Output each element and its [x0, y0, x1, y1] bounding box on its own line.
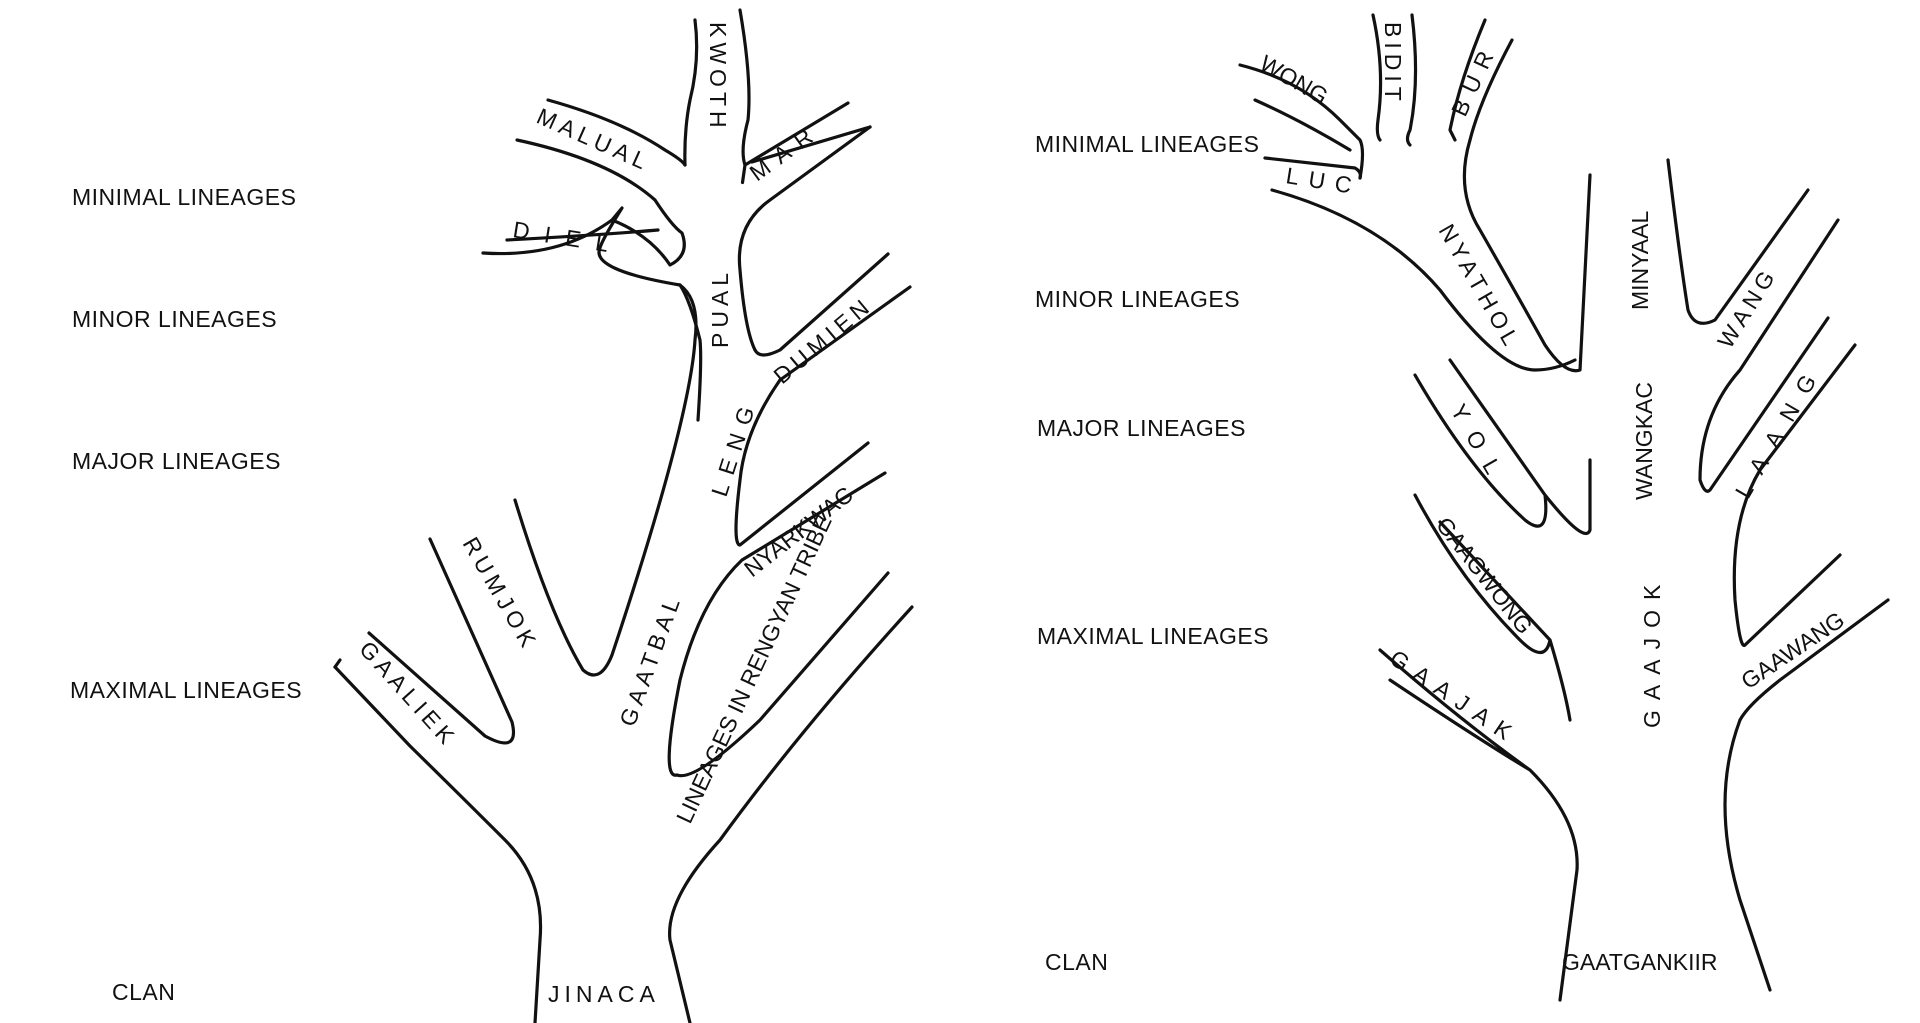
right-outline-wong	[1238, 63, 1365, 180]
left-label-kwoth: KWOTH	[705, 22, 731, 133]
left-clan-name: JINACA	[548, 981, 660, 1007]
right-level-minor: MINOR LINEAGES	[1035, 286, 1240, 312]
left-label-leng: LENG	[706, 394, 762, 500]
left-label-pual: PUAL	[707, 268, 733, 348]
right-clan-name: GAATGANKIIR	[1562, 949, 1718, 975]
left-outline-gaaliek-outer	[333, 658, 342, 669]
right-label-gaawang: GAAWANG	[1736, 606, 1849, 694]
left-tree-branches	[333, 8, 914, 1023]
left-outline-leng	[734, 378, 870, 547]
right-outline-trunk-right	[1723, 718, 1772, 992]
left-outline-outer-left	[333, 665, 543, 1023]
left-outline-malual-top	[546, 98, 687, 167]
right-label-wong: WONG	[1256, 50, 1333, 110]
left-outline-rumjok-gaatbal	[513, 283, 698, 677]
left-level-minor: MINOR LINEAGES	[72, 306, 277, 332]
left-outline-pual-left	[678, 283, 703, 422]
left-outline-malual	[515, 138, 686, 267]
right-label-gaajok: GAAJOK	[1639, 575, 1665, 728]
right-tree: MINIMAL LINEAGES MINOR LINEAGES MAJOR LI…	[1035, 13, 1890, 1002]
right-outline-nyathol-inner	[1462, 138, 1592, 373]
right-outline-bidit	[1371, 13, 1418, 147]
left-outline-mar-inner	[737, 125, 872, 352]
left-level-major: MAJOR LINEAGES	[72, 448, 281, 474]
right-outline-minyaal	[1666, 158, 1810, 325]
right-label-minyaal: MINYAAL	[1627, 211, 1653, 310]
left-label-mar: MAR	[745, 117, 826, 186]
right-level-major: MAJOR LINEAGES	[1037, 415, 1246, 441]
left-outline-rengyan	[667, 571, 914, 1023]
right-outline-laang	[1732, 343, 1857, 647]
right-label-gaajak: GAAJAK	[1385, 645, 1525, 751]
right-outline-yol	[1413, 358, 1592, 536]
left-outline-diel-outer	[505, 228, 660, 242]
right-outline-gaajak	[1378, 648, 1579, 1002]
right-outline-gaawang	[1738, 598, 1890, 722]
right-outline-gaagwong	[1413, 493, 1572, 722]
right-outline-luc	[1263, 156, 1577, 372]
left-label-dumien: DUMIEN	[769, 291, 878, 389]
right-label-laang: LAANG	[1730, 357, 1829, 502]
left-outline-dumien	[753, 252, 912, 382]
right-label-gaagwong: GAAGWONG	[1431, 512, 1538, 639]
left-outline-diel-inner	[481, 206, 682, 287]
right-label-yol: YOL	[1446, 400, 1514, 492]
left-outline-kwoth-right	[738, 8, 751, 167]
right-label-wangkac: WANGKAC	[1631, 382, 1657, 500]
left-outline-gaaliek-rumjok	[367, 537, 515, 745]
right-outline-bur	[1448, 18, 1514, 142]
right-tree-branches	[1238, 13, 1890, 1002]
left-level-minimal: MINIMAL LINEAGES	[72, 184, 296, 210]
right-label-bidit: BIDIT	[1380, 22, 1406, 106]
right-outline-wang	[1698, 218, 1840, 493]
left-level-maximal: MAXIMAL LINEAGES	[70, 677, 302, 703]
left-outline-kwoth-left	[683, 18, 699, 167]
left-outline-nyarkwac	[667, 471, 887, 777]
left-tree: MINIMAL LINEAGES MINOR LINEAGES MAJOR LI…	[70, 8, 914, 1023]
left-level-clan: CLAN	[112, 979, 175, 1005]
right-level-maximal: MAXIMAL LINEAGES	[1037, 623, 1269, 649]
left-outline-mar	[740, 101, 872, 185]
left-label-gaaliek: GAALIEK	[354, 636, 463, 753]
right-level-clan: CLAN	[1045, 949, 1108, 975]
right-level-minimal: MINIMAL LINEAGES	[1035, 131, 1259, 157]
